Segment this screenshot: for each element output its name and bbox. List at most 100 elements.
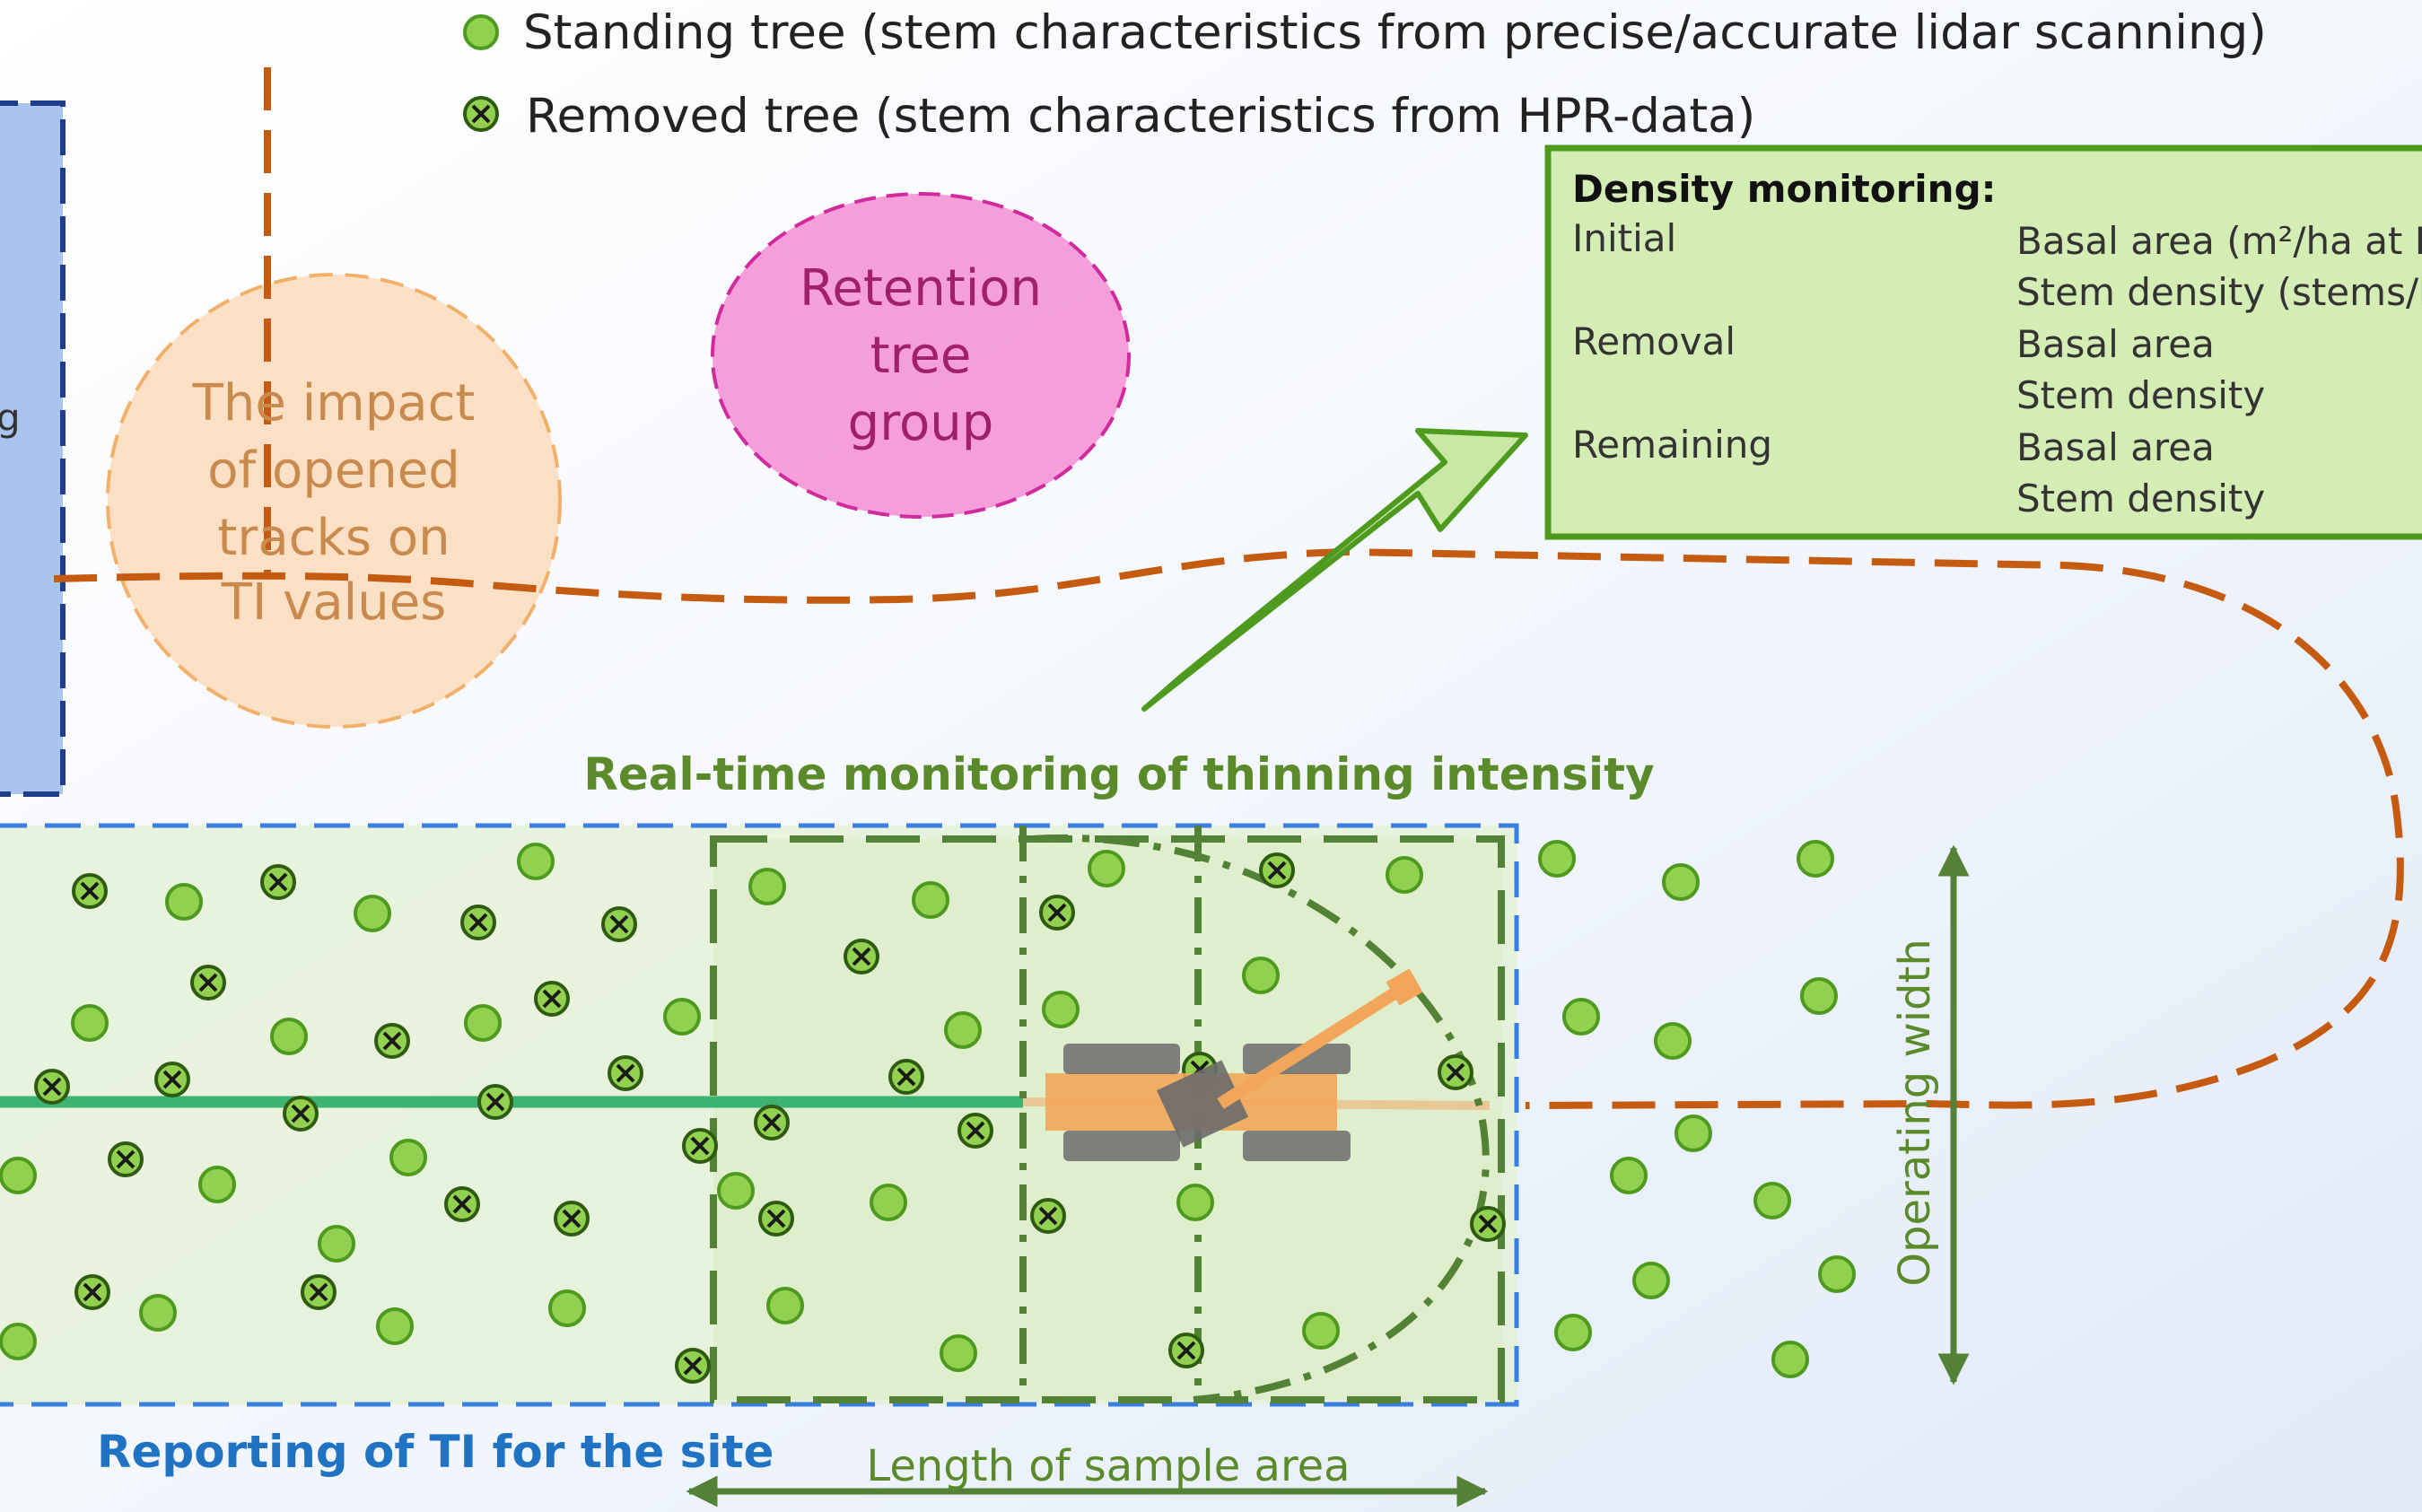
removed-tree: [534, 981, 570, 1017]
standing-tree: [1797, 840, 1834, 878]
crane-reach-arc: [1031, 834, 1490, 1403]
removed-tree: [1168, 1333, 1204, 1368]
removed-tree: [758, 1201, 794, 1237]
legend: Standing tree (stem characteristics from…: [463, 5, 2267, 144]
removed-tree: [34, 1069, 70, 1105]
standing-tree: [548, 1289, 586, 1327]
density-row-remaining-value-2: Stem density: [2016, 476, 2265, 520]
density-row-initial-value-2: Stem density (stems/h: [2016, 270, 2422, 314]
standing-tree: [389, 1139, 427, 1176]
standing-tree: [1554, 1314, 1592, 1351]
standing-tree: [1632, 1262, 1670, 1299]
harvester-wheel-2: [1063, 1131, 1180, 1161]
standing-tree: [165, 883, 203, 921]
retention-line-2: tree: [870, 327, 972, 385]
standing-tree: [354, 895, 391, 932]
density-row-remaining-value-1: Basal area: [2016, 425, 2215, 469]
removed-tree: [260, 864, 296, 900]
harvester: [1045, 968, 1423, 1161]
retention-group: [711, 192, 1131, 519]
legend-removed-text: Removed tree (stem characteristics from …: [526, 89, 1755, 144]
standing-tree: [1302, 1312, 1340, 1350]
harvester-crane: [1217, 982, 1408, 1109]
removed-tree: [608, 1055, 643, 1091]
density-box-frame: [1544, 144, 2422, 540]
removed-tree: [1039, 895, 1075, 931]
length-label: Length of sample area: [866, 1441, 1350, 1491]
removed-tree: [477, 1084, 513, 1120]
removed-tree: [301, 1274, 337, 1310]
removed-tree: [1438, 1054, 1473, 1090]
standing-tree: [376, 1307, 414, 1345]
retention-line-3: group: [848, 394, 994, 452]
standing-tree: [139, 1294, 177, 1332]
standing-tree: [1800, 977, 1838, 1015]
standing-tree: [71, 1004, 109, 1042]
standing-tree: [1610, 1157, 1648, 1194]
standing-tree: [1753, 1182, 1791, 1219]
density-row-removal-label: Removal: [1572, 319, 1736, 363]
removed-tree: [72, 873, 108, 909]
standing-tree: [717, 1172, 755, 1210]
standing-tree: [270, 1018, 308, 1055]
standing-tree: [318, 1225, 355, 1263]
standing-tree: [663, 998, 701, 1036]
impact-circle: [106, 273, 562, 729]
realtime-label: Real-time monitoring of thinning intensi…: [583, 748, 1654, 800]
standing-tree: [940, 1334, 977, 1372]
removed-tree: [675, 1348, 711, 1384]
density-title: Density monitoring:: [1572, 167, 1996, 211]
density-box: Density monitoring: Initial Basal area (…: [1544, 144, 2422, 540]
removed-tree: [1470, 1206, 1506, 1242]
removed-tree: [682, 1128, 718, 1164]
removed-tree: [888, 1059, 924, 1095]
removed-tree: [460, 905, 496, 940]
standing-tree: [766, 1287, 804, 1324]
removed-tree: [1030, 1198, 1066, 1234]
removed-tree: [154, 1062, 190, 1097]
operating-width-label: Operating width: [1890, 939, 1940, 1287]
harvester-wheel-4: [1243, 1131, 1351, 1161]
legend-standing-text: Standing tree (stem characteristics from…: [523, 5, 2267, 60]
trees: [0, 840, 1856, 1384]
standing-tree: [464, 1004, 502, 1042]
standing-tree: [1818, 1255, 1856, 1293]
standing-tree: [0, 1157, 37, 1194]
left-panel: [0, 101, 66, 797]
standing-tree: [517, 843, 555, 880]
reporting-label: Reporting of TI for the site: [97, 1426, 774, 1478]
standing-tree: [870, 1184, 907, 1221]
density-row-initial-value-1: Basal area (m²/ha at D: [2016, 219, 2422, 263]
legend-standing-icon: [463, 14, 499, 50]
removed-tree: [444, 1186, 480, 1222]
removed-tree: [74, 1274, 110, 1310]
impact-line-2: of opened: [207, 441, 460, 500]
removed-tree: [374, 1023, 410, 1059]
removed-tree: [754, 1105, 790, 1141]
density-row-remaining-label: Remaining: [1572, 423, 1772, 467]
harvester-head: [1386, 968, 1423, 1006]
standing-tree: [198, 1166, 236, 1203]
standing-tree: [1654, 1022, 1692, 1060]
standing-tree: [1088, 850, 1125, 887]
removed-tree: [844, 939, 879, 974]
removed-tree: [283, 1096, 319, 1132]
standing-tree: [1042, 991, 1080, 1028]
standing-tree: [1771, 1341, 1809, 1378]
harvester-cab: [1156, 1060, 1249, 1148]
impact-line-1: The impact: [192, 374, 476, 433]
legend-removed-icon: [463, 96, 499, 132]
left-panel-fragment: g: [0, 396, 21, 440]
standing-tree: [1562, 998, 1600, 1036]
impact-line-4: TI values: [221, 573, 447, 632]
standing-tree: [1538, 840, 1576, 878]
density-row-removal-value-2: Stem density: [2016, 373, 2265, 417]
standing-tree: [912, 881, 949, 919]
standing-tree: [1674, 1114, 1712, 1152]
standing-tree: [748, 868, 786, 905]
standing-tree: [944, 1011, 982, 1049]
removed-tree: [957, 1113, 993, 1149]
monitoring-arrow: [1141, 428, 1528, 712]
standing-tree: [0, 1323, 37, 1360]
